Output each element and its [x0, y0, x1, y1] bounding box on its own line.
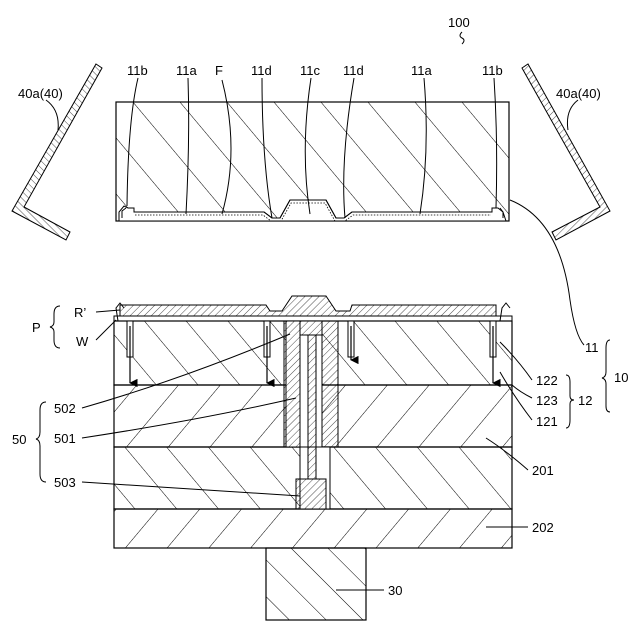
label-F: F [215, 63, 223, 78]
label-R-prime: R’ [74, 305, 86, 320]
label-11a-left: 11a [176, 63, 197, 78]
label-202: 202 [532, 520, 554, 535]
label-40a-left: 40a(40) [18, 86, 63, 101]
label-503: 503 [54, 475, 76, 490]
label-11d-left: 11d [251, 63, 272, 78]
label-11c: 11c [300, 63, 320, 78]
resin-R-prime [120, 296, 496, 316]
upper-electrode-11 [116, 102, 509, 221]
label-12: 12 [578, 393, 592, 408]
label-502: 502 [54, 401, 76, 416]
plate-202 [114, 509, 512, 548]
label-11d-right: 11d [343, 63, 364, 78]
actuator-503 [296, 479, 326, 509]
label-501: 501 [54, 431, 76, 446]
wafer-W [114, 316, 512, 321]
label-30: 30 [388, 583, 402, 598]
label-121: 121 [536, 414, 558, 429]
label-50: 50 [12, 432, 26, 447]
shaft-30 [266, 548, 366, 620]
label-201: 201 [532, 463, 554, 478]
label-P: P [32, 320, 41, 335]
label-11b-left: 11b [127, 63, 148, 78]
label-40a-right: 40a(40) [556, 86, 601, 101]
label-122: 122 [536, 373, 558, 388]
label-11: 11 [585, 340, 599, 355]
lift-pin-501 [308, 335, 316, 479]
label-fig-ref: 100 [448, 15, 470, 30]
label-W: W [76, 334, 89, 349]
label-11b-right: 11b [482, 63, 503, 78]
label-123: 123 [536, 393, 558, 408]
label-10: 10 [614, 370, 628, 385]
label-11a-right: 11a [411, 63, 432, 78]
